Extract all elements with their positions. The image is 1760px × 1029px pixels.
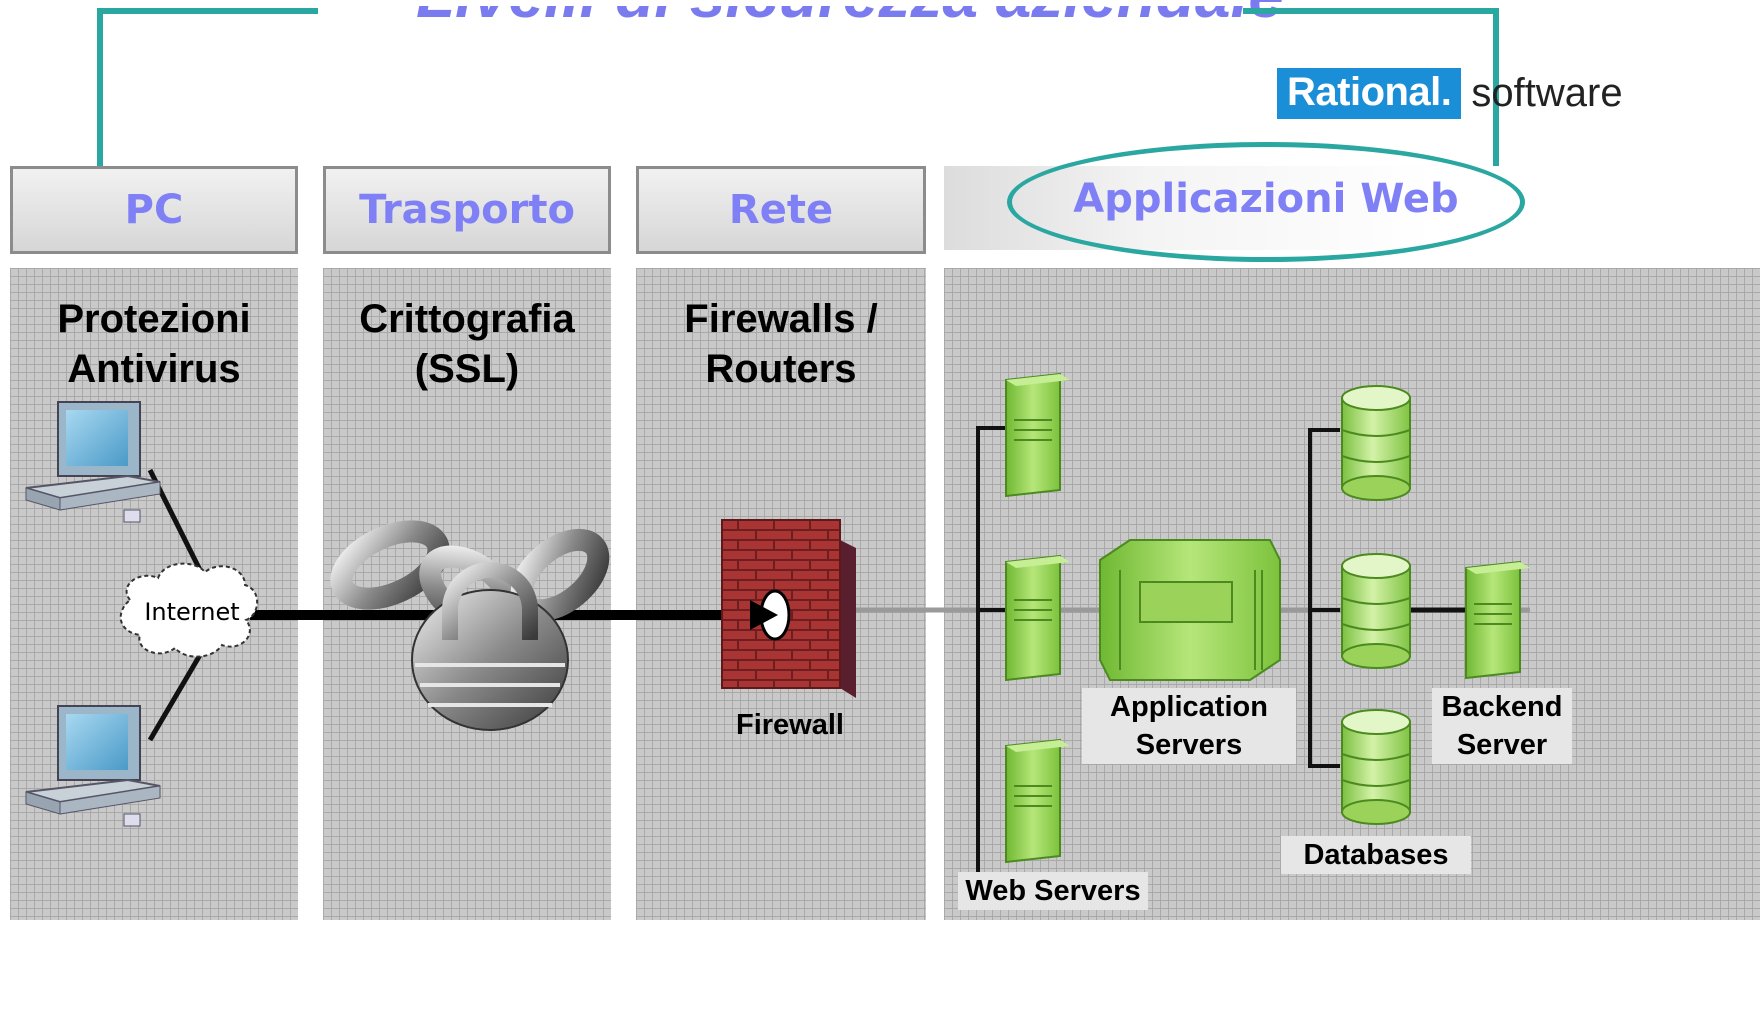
header-rete: Rete (636, 166, 926, 254)
server-icon (1465, 560, 1530, 680)
computer-icon (25, 401, 161, 523)
firewall-icon (721, 519, 856, 698)
header-pc: PC (10, 166, 298, 254)
server-icon (1005, 554, 1070, 682)
internet-label: Internet (144, 598, 240, 626)
padlock-chain-icon (330, 520, 610, 731)
header-trasporto: Trasporto (323, 166, 611, 254)
bracket-right (1243, 8, 1499, 174)
app-servers-label: Application Servers (1082, 688, 1296, 764)
bracket-left (97, 8, 318, 174)
header-rete-label: Rete (728, 187, 834, 233)
title-firewalls: Firewalls / Routers (684, 297, 878, 391)
logo-product: software (1471, 70, 1623, 115)
title-crittografia: Crittografia (SSL) (359, 297, 575, 391)
database-icon (1341, 385, 1411, 501)
cloud-icon (119, 562, 259, 658)
server-icon (1005, 372, 1070, 498)
webserver-bus (976, 426, 1006, 897)
database-icon (1341, 553, 1411, 669)
server-icon (1005, 738, 1070, 864)
firewall-label: Firewall (736, 709, 844, 741)
backend-label: Backend Server (1432, 688, 1572, 764)
logo-brand: Rational (1287, 69, 1441, 114)
header-pc-label: PC (124, 187, 184, 233)
logo-dot: . (1440, 69, 1452, 114)
database-bus (1308, 428, 1340, 768)
header-trasporto-label: Trasporto (359, 187, 575, 233)
computer-icon (25, 705, 161, 827)
databases-label: Databases (1281, 836, 1471, 874)
highlight-ellipse: Applicazioni Web (1007, 142, 1525, 262)
title-antivirus: Protezioni Antivirus (57, 297, 251, 391)
header-web-label: Applicazioni Web (1073, 176, 1459, 222)
title-overlap (330, 0, 1250, 6)
link-pc2-internet (147, 653, 203, 742)
server-icon (1099, 539, 1281, 681)
rational-logo: Rational. software (1277, 62, 1623, 124)
database-icon (1341, 709, 1411, 825)
web-servers-label: Web Servers (958, 872, 1148, 910)
